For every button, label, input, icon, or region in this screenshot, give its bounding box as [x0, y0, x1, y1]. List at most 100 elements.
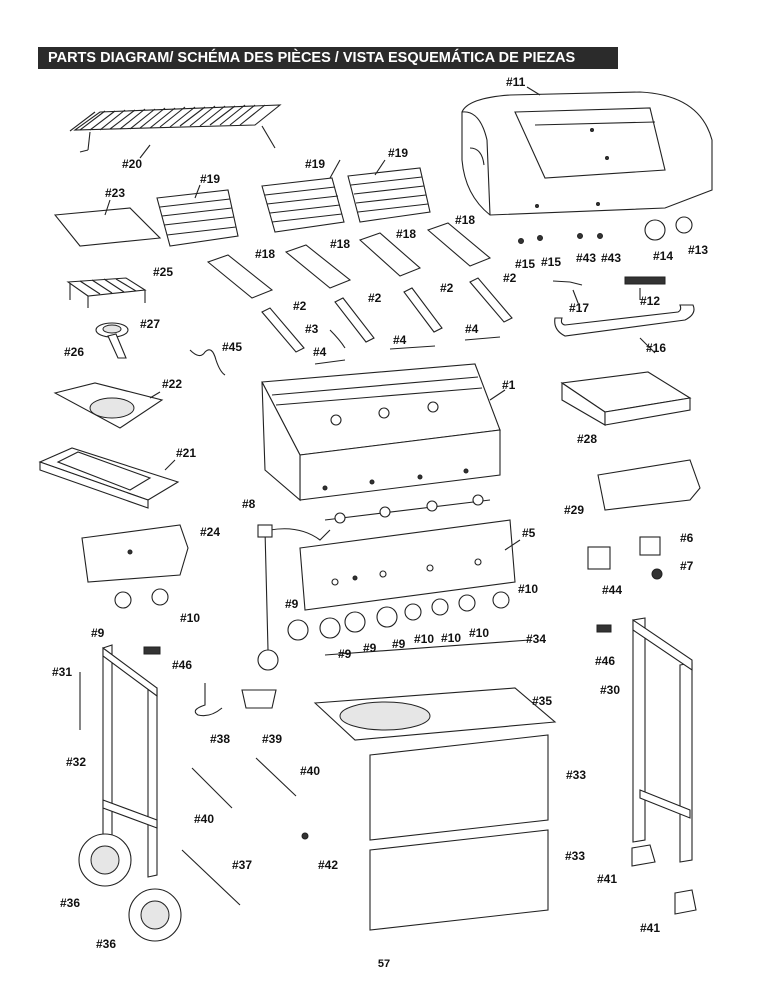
label-9c: #9 [363, 641, 377, 655]
part-38-hook [194, 683, 223, 717]
part-21-side-shelf-frame [38, 447, 180, 509]
part-11-lid [461, 91, 713, 216]
label-4c: #4 [465, 322, 479, 336]
label-15b: #15 [541, 255, 561, 269]
label-3: #3 [305, 322, 319, 336]
part-46-clip-right [596, 624, 612, 633]
part-14-thermometer [644, 219, 666, 241]
label-36a: #36 [60, 896, 80, 910]
diagram-title-banner: PARTS DIAGRAM/ SCHÉMA DES PIÈCES / VISTA… [38, 47, 618, 69]
part-30-right-cart-side [632, 617, 693, 863]
label-26: #26 [64, 345, 84, 359]
part-24-side-panel [81, 524, 189, 583]
part-18-heat-tents [206, 222, 492, 299]
label-36b: #36 [96, 937, 116, 951]
part-33-door-upper [369, 734, 549, 841]
part-42-screw [301, 832, 309, 840]
label-2a: #2 [293, 299, 307, 313]
label-41a: #41 [597, 872, 617, 886]
label-22: #22 [162, 377, 182, 391]
label-11: #11 [506, 75, 526, 89]
label-8: #8 [242, 497, 256, 511]
label-16: #16 [646, 341, 666, 355]
leader-lines [104, 86, 656, 551]
label-44: #44 [602, 583, 622, 597]
label-27: #27 [140, 317, 160, 331]
label-19c: #19 [200, 172, 220, 186]
label-10b: #10 [414, 632, 434, 646]
label-35: #35 [532, 694, 552, 708]
label-30: #30 [600, 683, 620, 697]
label-14: #14 [653, 249, 673, 263]
label-37: #37 [232, 858, 252, 872]
label-15a: #15 [515, 257, 535, 271]
part-12-logo [624, 276, 666, 285]
label-46a: #46 [172, 658, 192, 672]
part-2-burner-tubes [261, 277, 513, 353]
label-19a: #19 [305, 157, 325, 171]
part-10-knobs [114, 588, 510, 641]
part-22-side-burner-pan [53, 382, 164, 429]
label-39: #39 [262, 732, 282, 746]
label-21: #21 [176, 446, 196, 460]
label-40a: #40 [194, 812, 214, 826]
part-36-wheels [78, 833, 182, 942]
part-13-bezel [675, 216, 693, 234]
part-40-rod-left [191, 767, 233, 809]
part-15-43-fasteners [518, 233, 603, 244]
label-18a: #18 [255, 247, 275, 261]
part-41-foot-lower [674, 889, 697, 915]
part-5-control-panel [299, 519, 516, 611]
part-20-warming-rack [69, 104, 282, 153]
label-9d: #9 [392, 637, 406, 651]
label-24: #24 [200, 525, 220, 539]
part-32-left-cart-side [102, 644, 158, 878]
part-45-igniter-wire [189, 349, 226, 376]
label-12: #12 [640, 294, 660, 308]
label-31: #31 [52, 665, 72, 679]
label-1: #1 [502, 378, 516, 392]
part-35-bottom-tray [313, 687, 557, 741]
part-37-axle [181, 849, 241, 906]
label-10d: #10 [469, 626, 489, 640]
label-43a: #43 [576, 251, 596, 265]
label-18b: #18 [330, 237, 350, 251]
part-1-firebox [261, 363, 501, 502]
part-26-side-burner [95, 322, 129, 359]
label-18c: #18 [396, 227, 416, 241]
label-23: #23 [105, 186, 125, 200]
label-13: #13 [688, 243, 708, 257]
label-2b: #2 [368, 291, 382, 305]
label-4a: #4 [313, 345, 327, 359]
part-40-rod-right [255, 757, 297, 797]
label-9a: #9 [285, 597, 299, 611]
label-10c: #10 [441, 631, 461, 645]
label-28: #28 [577, 432, 597, 446]
label-45: #45 [222, 340, 242, 354]
label-18d: #18 [455, 213, 475, 227]
part-3-4-hardware [314, 329, 501, 365]
part-44-bracket [587, 546, 611, 570]
label-17: #17 [569, 301, 589, 315]
part-23-plate [53, 207, 162, 247]
part-8-regulator-hose [257, 524, 331, 671]
label-4b: #4 [393, 333, 407, 347]
part-7-igniter-button [651, 568, 663, 580]
label-19b: #19 [388, 146, 408, 160]
label-34: #34 [526, 632, 546, 646]
label-33b: #33 [565, 849, 585, 863]
part-6-igniter [639, 536, 661, 556]
label-10e: #10 [518, 582, 538, 596]
label-10a: #10 [180, 611, 200, 625]
part-19-cooking-grates [156, 167, 431, 247]
label-42: #42 [318, 858, 338, 872]
label-7: #7 [680, 559, 694, 573]
label-9b: #9 [91, 626, 105, 640]
part-39-grease-cup [241, 689, 277, 709]
part-16-lid-handle [554, 304, 695, 337]
label-2d: #2 [503, 271, 517, 285]
part-29-shelf-front [597, 459, 701, 511]
label-29: #29 [564, 503, 584, 517]
page-number: 57 [377, 958, 391, 970]
part-46-clip-left [143, 646, 161, 655]
